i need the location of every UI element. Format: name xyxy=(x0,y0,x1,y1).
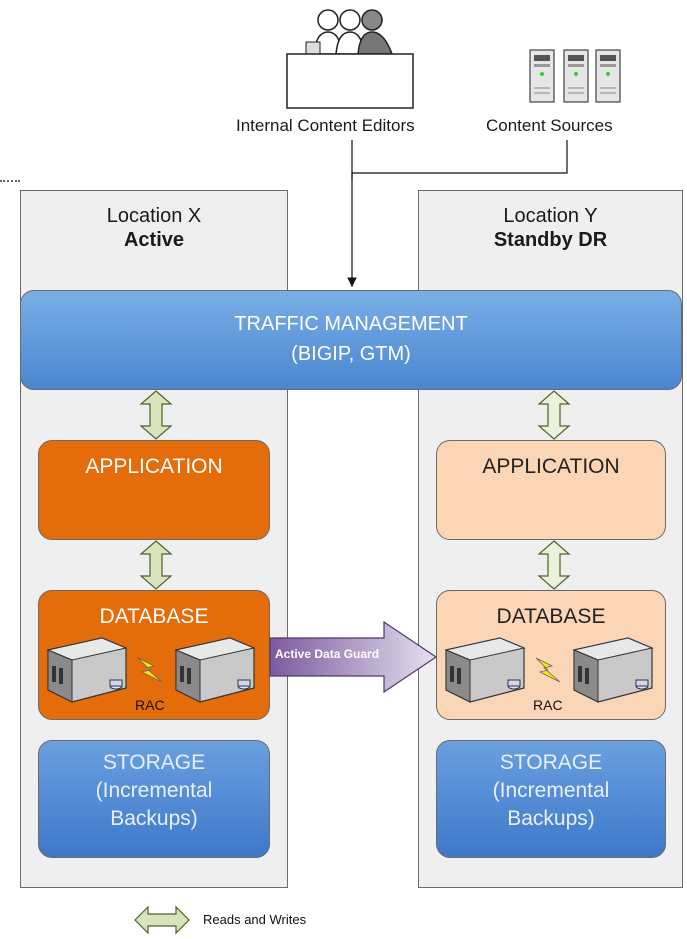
storage-y-line3: Backups) xyxy=(507,807,595,830)
location-y-title: Location Y Standby DR xyxy=(418,204,683,252)
lightning-bolt-icon xyxy=(535,657,561,683)
people-at-desk-icon xyxy=(286,9,414,109)
server-racks-icon xyxy=(529,49,621,103)
read-write-arrow-x-top xyxy=(139,390,173,440)
read-write-arrow-y-top xyxy=(537,390,571,440)
content-sources-group xyxy=(528,48,624,106)
location-x-title: Location X Active xyxy=(20,204,288,252)
location-y-status: Standby DR xyxy=(493,229,608,251)
location-y-name: Location Y xyxy=(503,205,598,227)
traffic-title: TRAFFIC MANAGEMENT xyxy=(234,313,468,335)
rac-x-label: RAC xyxy=(135,697,165,713)
read-write-arrow-y-mid xyxy=(537,540,571,590)
location-x-name: Location X xyxy=(106,205,202,227)
legend-double-arrow-icon xyxy=(134,905,190,935)
traffic-management-box: TRAFFIC MANAGEMENT (BIGIP, GTM) xyxy=(20,290,682,390)
active-data-guard-arrow xyxy=(269,620,438,694)
active-data-guard-label: Active Data Guard xyxy=(275,647,380,661)
legend-label: Reads and Writes xyxy=(203,912,307,927)
application-y-box: APPLICATION xyxy=(436,440,666,540)
storage-x-line1: STORAGE xyxy=(102,751,206,774)
location-x-status: Active xyxy=(123,229,185,251)
application-y-label: APPLICATION xyxy=(482,455,620,478)
storage-y-box: STORAGE (Incremental Backups) xyxy=(436,740,666,858)
sources-connector-line xyxy=(352,140,568,174)
application-x-box: APPLICATION xyxy=(38,440,270,540)
storage-y-line1: STORAGE xyxy=(499,751,603,774)
database-y-label: DATABASE xyxy=(496,605,606,628)
database-x-label: DATABASE xyxy=(99,605,209,628)
sources-label: Content Sources xyxy=(486,116,613,135)
storage-x-line2: (Incremental xyxy=(95,779,213,802)
application-x-label: APPLICATION xyxy=(85,455,223,478)
storage-x-line3: Backups) xyxy=(110,807,198,830)
dotted-divider xyxy=(0,180,20,188)
lightning-bolt-icon xyxy=(137,657,163,683)
rac-servers-y-icon xyxy=(444,637,654,703)
traffic-subtitle: (BIGIP, GTM) xyxy=(291,343,411,365)
editors-group xyxy=(286,2,416,110)
rac-y-label: RAC xyxy=(533,697,563,713)
storage-y-line2: (Incremental xyxy=(492,779,610,802)
rac-servers-x-icon xyxy=(46,637,256,703)
editors-label: Internal Content Editors xyxy=(236,116,415,135)
storage-x-box: STORAGE (Incremental Backups) xyxy=(38,740,270,858)
read-write-arrow-x-mid xyxy=(139,540,173,590)
